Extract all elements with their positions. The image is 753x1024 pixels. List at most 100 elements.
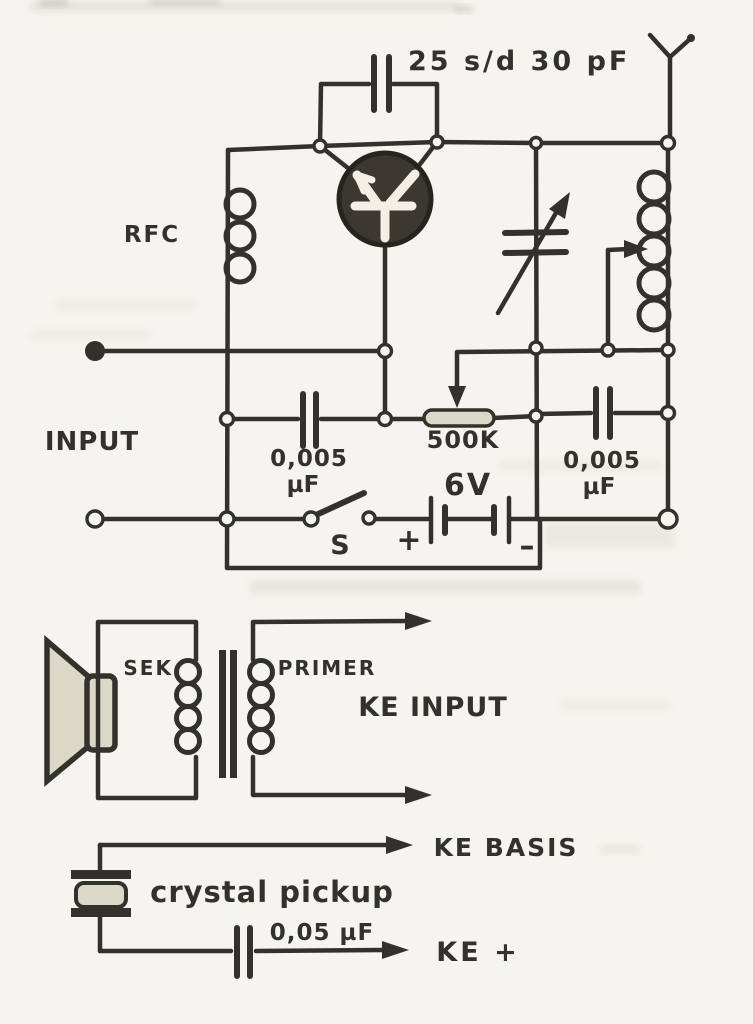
input-label: INPUT xyxy=(45,427,139,457)
junction-dot xyxy=(312,138,328,154)
bias-wire xyxy=(224,410,671,422)
junction-dot xyxy=(429,134,445,150)
pot-label: 500K xyxy=(427,426,500,454)
junction-dot xyxy=(660,342,676,358)
secondary-loop-wire xyxy=(95,619,199,801)
ke-plus-arrow-icon xyxy=(382,941,409,959)
output-transformer-section: SEK. PRIMER KE INPUT xyxy=(44,612,508,804)
cap-right-plates xyxy=(593,386,613,440)
wiper-feed-wire xyxy=(454,347,671,399)
cap-left-plates xyxy=(300,391,319,449)
transistor xyxy=(317,139,440,422)
antenna-icon xyxy=(647,32,693,146)
transformer xyxy=(174,650,275,778)
primary-winding-icon xyxy=(247,704,275,732)
junction-dot xyxy=(376,342,394,360)
transformer-core xyxy=(230,650,237,778)
rfc-label: RFC xyxy=(124,222,180,248)
primary-winding-icon xyxy=(247,727,275,755)
primary-top-wire xyxy=(250,618,413,663)
switch-label: S xyxy=(330,530,349,561)
tuning-rail-wire xyxy=(533,140,540,522)
battery-icon xyxy=(428,495,512,545)
top-rail-wire xyxy=(225,139,671,153)
input-terminal-top xyxy=(85,341,105,361)
bias-line: 0,005 µF 500K 0,005 µF xyxy=(224,386,671,500)
tank-coil-icon xyxy=(636,169,672,205)
trimmer-capacitor: 25 s/d 30 pF xyxy=(317,46,630,149)
junction-dot xyxy=(600,342,616,358)
input-terminal-bottom xyxy=(85,509,105,529)
coil-tap-arrow-icon xyxy=(624,240,648,258)
cap-left-value: 0,005 xyxy=(270,446,348,472)
supply-line: S + 6V – xyxy=(85,468,671,564)
cap-right-unit: µF xyxy=(583,474,616,500)
switch-lever xyxy=(313,490,367,518)
ke-basis-arrow-icon xyxy=(386,836,413,854)
secondary-winding-icon xyxy=(174,704,202,732)
pot-wiper-arrow-icon xyxy=(448,386,466,408)
rfc-coil-icon xyxy=(223,251,257,285)
primary-label: PRIMER xyxy=(278,656,376,680)
junction-dot xyxy=(376,410,394,428)
antenna-tip xyxy=(687,34,695,42)
rfc-coil-icon xyxy=(223,219,257,253)
coil-tap-wire xyxy=(605,246,631,353)
junction-dot xyxy=(218,510,236,528)
pickup-plate xyxy=(71,870,131,879)
battery-minus-label: – xyxy=(520,529,535,564)
transformer-core xyxy=(219,650,226,778)
battery-plus-label: + xyxy=(396,523,421,558)
tank-coil-icon xyxy=(636,201,672,237)
left-and-bottom-rail-wire xyxy=(224,147,543,571)
cap-right-value: 0,005 xyxy=(563,448,641,474)
transistor-symbol-icon xyxy=(350,169,420,243)
cap-left-unit: µF xyxy=(287,472,320,498)
tank-coil xyxy=(605,169,672,353)
rfc-choke: RFC xyxy=(124,187,257,285)
secondary-winding-icon xyxy=(174,681,202,709)
rfc-coil-icon xyxy=(223,187,257,221)
primary-bottom-wire xyxy=(250,754,413,798)
battery-voltage-label: 6V xyxy=(444,468,492,503)
variable-cap-arrow-shaft xyxy=(495,203,563,316)
ke-input-label: KE INPUT xyxy=(358,692,508,723)
variable-cap-arrow-icon xyxy=(549,192,570,219)
trimmer-cap-plates xyxy=(371,54,392,113)
junction-dot xyxy=(528,135,544,151)
junction-dots xyxy=(218,134,679,530)
secondary-winding-icon xyxy=(174,727,202,755)
potentiometer-body xyxy=(422,408,496,428)
secondary-label: SEK. xyxy=(123,656,182,680)
speaker-driver xyxy=(84,673,118,753)
ke-plus-wire xyxy=(97,947,389,954)
trimmer-cap-label: 25 s/d 30 pF xyxy=(408,46,630,77)
series-cap-label: 0,05 µF xyxy=(270,920,374,946)
junction-dot xyxy=(657,508,679,530)
primary-winding-icon xyxy=(247,681,275,709)
scan-artifacts xyxy=(30,0,675,853)
switch-pivot xyxy=(302,510,320,528)
junction-dot xyxy=(218,410,236,428)
pickup-body xyxy=(74,881,128,909)
ke-basis-label: KE BASIS xyxy=(434,833,579,862)
ke-plus-label: KE + xyxy=(436,937,519,968)
junction-dot xyxy=(659,134,677,152)
tank-coil-icon xyxy=(636,233,672,269)
junction-dot xyxy=(528,340,544,356)
primary-winding-icon xyxy=(247,658,275,686)
junction-dot xyxy=(528,408,544,424)
crystal-pickup-icon xyxy=(71,842,131,954)
primary-bottom-arrow-icon xyxy=(405,786,432,804)
switch-contact xyxy=(361,510,377,526)
oscillator-circuit: 25 s/d 30 pF RFC xyxy=(45,32,695,571)
crystal-pickup-section: KE BASIS crystal pickup 0,05 µF KE + xyxy=(71,833,579,979)
variable-capacitor xyxy=(495,192,570,316)
trimmer-cap-leads xyxy=(317,81,440,149)
speaker-icon xyxy=(44,635,118,787)
antenna xyxy=(647,32,695,146)
tank-coil-icon xyxy=(636,297,672,333)
tank-coil-icon xyxy=(636,265,672,301)
